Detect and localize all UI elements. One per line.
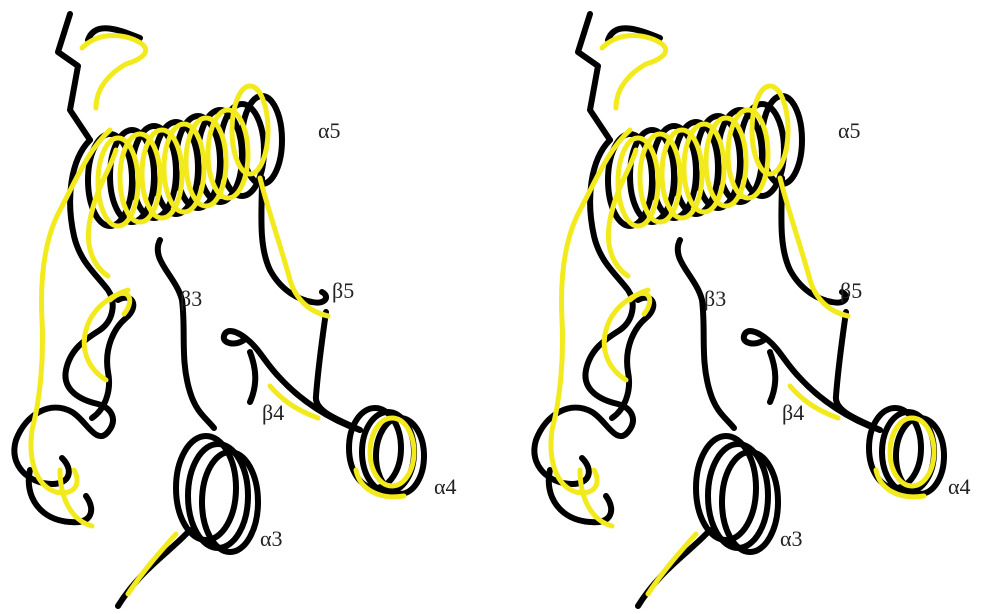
label-beta4-left: β4: [262, 400, 284, 425]
label-alpha3-right: α3: [780, 526, 803, 551]
label-alpha5-right: α5: [838, 118, 861, 143]
stereo-panel-left: α5 β5 β3 β4 α4 α3: [14, 14, 456, 606]
stereo-panel-right: α5 β5 β3 β4 α4 α3: [534, 14, 970, 606]
label-alpha4-left: α4: [434, 474, 457, 499]
label-alpha5-left: α5: [318, 118, 341, 143]
label-beta5-left: β5: [332, 278, 354, 303]
label-alpha4-right: α4: [948, 474, 971, 499]
label-beta4-right: β4: [782, 400, 804, 425]
backbone-trace-right: [534, 14, 944, 606]
label-beta5-right: β5: [840, 278, 862, 303]
label-beta3-left: β3: [180, 286, 202, 311]
backbone-trace-left: [14, 14, 424, 606]
label-alpha3-left: α3: [260, 526, 283, 551]
label-beta3-right: β3: [704, 286, 726, 311]
